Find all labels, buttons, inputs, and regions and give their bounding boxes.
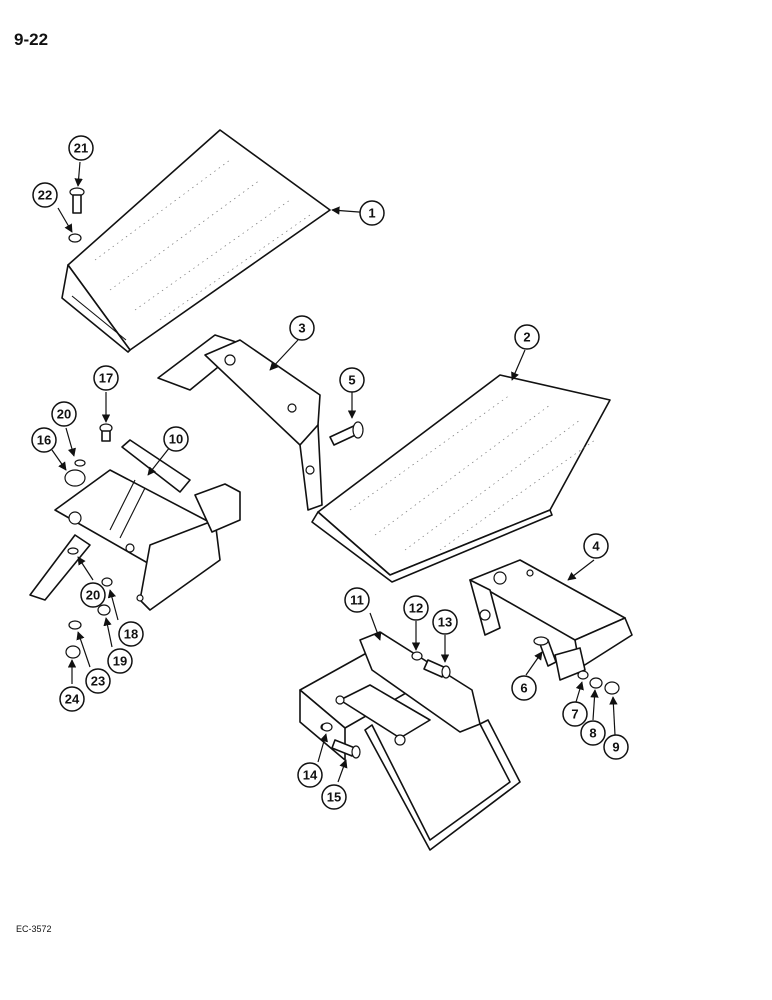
rear-bracket [469, 559, 633, 681]
step-plate-upper [61, 129, 331, 353]
svg-text:9: 9 [612, 740, 619, 755]
callout-2: 2 [514, 324, 540, 350]
step-plate-lower [311, 374, 611, 583]
callout-12: 12 [403, 595, 429, 621]
callout-24: 24 [59, 686, 85, 712]
svg-text:17: 17 [99, 371, 113, 386]
callout-18: 18 [118, 621, 144, 647]
callout-6: 6 [511, 675, 537, 701]
callout-9: 9 [603, 734, 629, 760]
svg-text:20: 20 [57, 407, 71, 422]
callout-21: 21 [68, 135, 94, 161]
svg-text:16: 16 [37, 433, 51, 448]
svg-text:8: 8 [589, 726, 596, 741]
callout-20-upper: 20 [51, 401, 77, 427]
svg-text:20: 20 [86, 588, 100, 603]
callout-19: 19 [107, 648, 133, 674]
callout-7: 7 [562, 701, 588, 727]
callout-5: 5 [339, 367, 365, 393]
svg-text:24: 24 [65, 692, 80, 707]
svg-text:7: 7 [571, 707, 578, 722]
callout-3: 3 [289, 315, 315, 341]
svg-text:21: 21 [74, 141, 88, 156]
svg-text:12: 12 [409, 601, 423, 616]
svg-text:18: 18 [124, 627, 138, 642]
callout-14: 14 [297, 762, 323, 788]
svg-text:1: 1 [368, 206, 375, 221]
svg-text:5: 5 [348, 373, 355, 388]
svg-text:14: 14 [303, 768, 318, 783]
svg-text:15: 15 [327, 790, 341, 805]
callout-15: 15 [321, 784, 347, 810]
mounting-bracket [29, 439, 241, 611]
svg-text:22: 22 [38, 188, 52, 203]
page-number: 9-22 [14, 30, 49, 49]
callout-1: 1 [359, 200, 385, 226]
svg-text:6: 6 [520, 681, 527, 696]
callout-8: 8 [580, 720, 606, 746]
svg-text:10: 10 [169, 432, 183, 447]
callouts: 1 2 3 4 5 6 7 8 9 10 11 12 13 14 15 16 1… [31, 135, 629, 810]
callout-11: 11 [344, 587, 370, 613]
support-bracket [157, 334, 323, 511]
svg-text:2: 2 [523, 330, 530, 345]
callout-4: 4 [583, 533, 609, 559]
hardware [64, 187, 620, 759]
svg-text:13: 13 [438, 615, 452, 630]
svg-text:19: 19 [113, 654, 127, 669]
reference-code: EC-3572 [16, 924, 52, 934]
callout-17: 17 [93, 365, 119, 391]
leader-lines [51, 161, 618, 783]
callout-10: 10 [163, 426, 189, 452]
svg-text:3: 3 [298, 321, 305, 336]
callout-22: 22 [32, 182, 58, 208]
callout-13: 13 [432, 609, 458, 635]
callout-16: 16 [31, 427, 57, 453]
svg-text:23: 23 [91, 674, 105, 689]
step-frame [299, 631, 521, 851]
callout-20-lower: 20 [80, 582, 106, 608]
svg-text:4: 4 [592, 539, 600, 554]
callout-23: 23 [85, 668, 111, 694]
svg-text:11: 11 [350, 593, 364, 608]
